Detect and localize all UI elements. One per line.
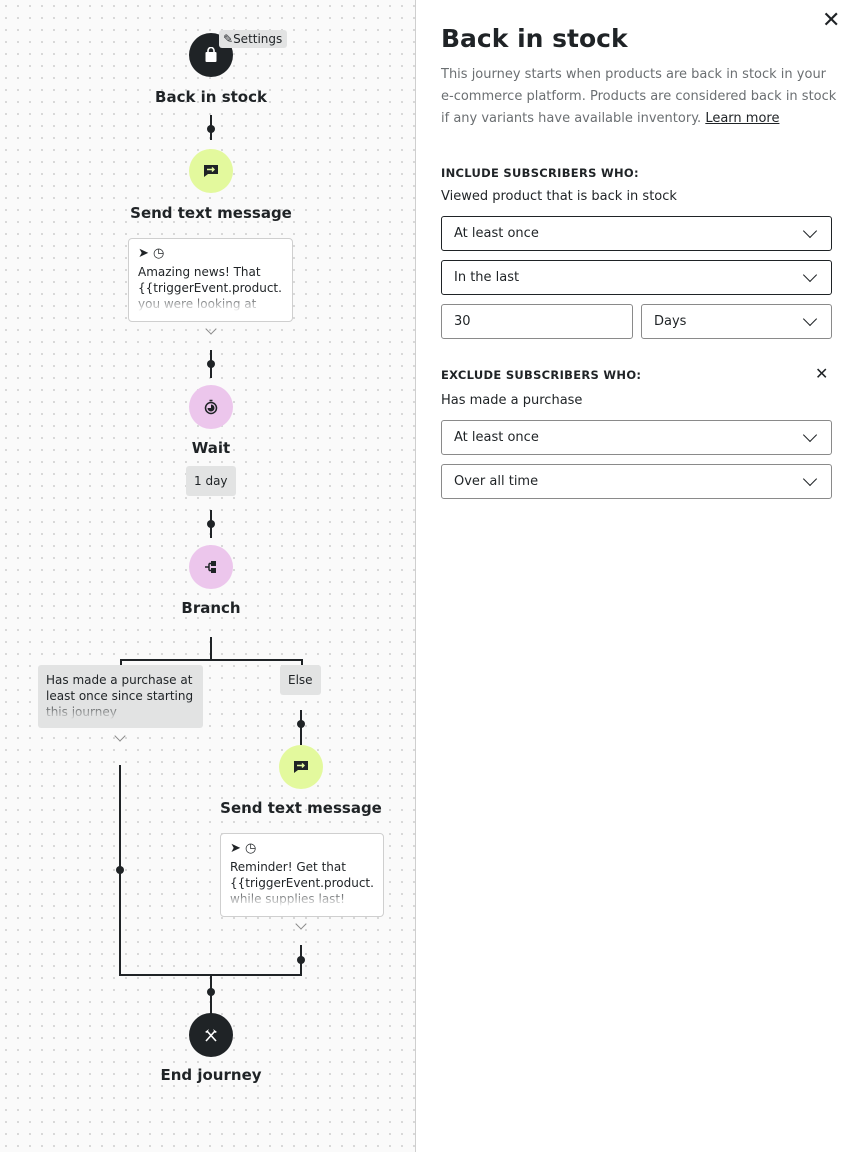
settings-button[interactable]: ✎Settings [219, 30, 288, 48]
expand-chevron-icon[interactable] [114, 730, 126, 742]
connector-dot [297, 956, 305, 964]
exclude-heading: EXCLUDE SUBSCRIBERS WHO: [441, 368, 642, 382]
send-and-clock-icons: ➤ ◷ [138, 246, 165, 261]
select-value: At least once [454, 226, 539, 241]
connector [210, 637, 212, 661]
message-text: Amazing news! That {{triggerEvent.produc… [138, 265, 283, 311]
input-value: 30 [454, 314, 471, 329]
remove-exclude-icon[interactable]: ✕ [815, 364, 829, 383]
exclude-frequency-select[interactable]: At least once [441, 420, 832, 455]
settings-panel: ✕ Back in stock This journey starts when… [417, 0, 856, 1152]
chevron-down-icon [802, 223, 818, 238]
connector-dot [207, 988, 215, 996]
branch-label: Branch [181, 599, 241, 617]
message-preview-card[interactable]: ➤ ◷ Reminder! Get that {{triggerEvent.pr… [220, 833, 384, 917]
connector-dot [207, 125, 215, 133]
connector-dot [207, 360, 215, 368]
description-text: This journey starts when products are ba… [441, 67, 837, 126]
include-criterion: Viewed product that is back in stock [441, 189, 677, 204]
panel-title: Back in stock [441, 24, 628, 53]
branch-icon [205, 561, 216, 573]
message-text: Reminder! Get that {{triggerEvent.produc… [230, 860, 374, 906]
send-text-node[interactable] [189, 149, 233, 193]
chevron-down-icon [802, 427, 818, 442]
include-heading: INCLUDE SUBSCRIBERS WHO: [441, 166, 639, 180]
branch-condition-card[interactable]: Has made a purchase at least once since … [38, 665, 203, 728]
message-arrow-icon [294, 761, 308, 773]
crossed-axes-icon [205, 1029, 217, 1042]
select-value: At least once [454, 430, 539, 445]
branch-node[interactable] [189, 545, 233, 589]
shopping-bag-icon [205, 47, 217, 62]
message-arrow-icon [204, 165, 218, 177]
include-amount-input[interactable]: 30 [441, 304, 633, 339]
connector [120, 659, 122, 667]
else-badge[interactable]: Else [280, 665, 321, 695]
learn-more-link[interactable]: Learn more [705, 111, 780, 126]
send-text-node[interactable] [279, 745, 323, 789]
end-journey-node[interactable] [189, 1013, 233, 1057]
close-icon[interactable]: ✕ [822, 8, 841, 33]
branch-condition-text: Has made a purchase at least once since … [46, 673, 194, 719]
include-timeframe-select[interactable]: In the last [441, 260, 832, 295]
expand-chevron-icon[interactable] [205, 323, 217, 335]
connector [301, 659, 303, 667]
wait-duration-badge[interactable]: 1 day [186, 466, 236, 496]
stopwatch-icon [204, 399, 218, 415]
wait-label: Wait [191, 439, 231, 457]
chevron-down-icon [802, 267, 818, 282]
message-preview-card[interactable]: ➤ ◷ Amazing news! That {{triggerEvent.pr… [128, 238, 293, 322]
wait-node[interactable] [189, 385, 233, 429]
exclude-criterion: Has made a purchase [441, 393, 583, 408]
include-frequency-select[interactable]: At least once [441, 216, 832, 251]
expand-chevron-icon[interactable] [295, 918, 307, 930]
connector-dot [207, 520, 215, 528]
connector-dot [297, 720, 305, 728]
journey-canvas[interactable]: ✎Settings Back in stock Send text messag… [0, 0, 416, 1152]
pencil-icon: ✎ [223, 32, 234, 46]
chevron-down-icon [802, 471, 818, 486]
send-text-label: Send text message [130, 204, 292, 222]
exclude-timeframe-select[interactable]: Over all time [441, 464, 832, 499]
branch-split-line [120, 659, 303, 661]
end-journey-label: End journey [160, 1066, 262, 1084]
panel-description: This journey starts when products are ba… [441, 64, 841, 130]
include-unit-select[interactable]: Days [641, 304, 832, 339]
select-value: Days [654, 314, 687, 329]
connector-dot [116, 866, 124, 874]
chevron-down-icon [802, 311, 818, 326]
trigger-label: Back in stock [155, 88, 267, 106]
send-text-label: Send text message [220, 799, 382, 817]
send-and-clock-icons: ➤ ◷ [230, 841, 257, 856]
select-value: Over all time [454, 474, 539, 489]
select-value: In the last [454, 270, 520, 285]
